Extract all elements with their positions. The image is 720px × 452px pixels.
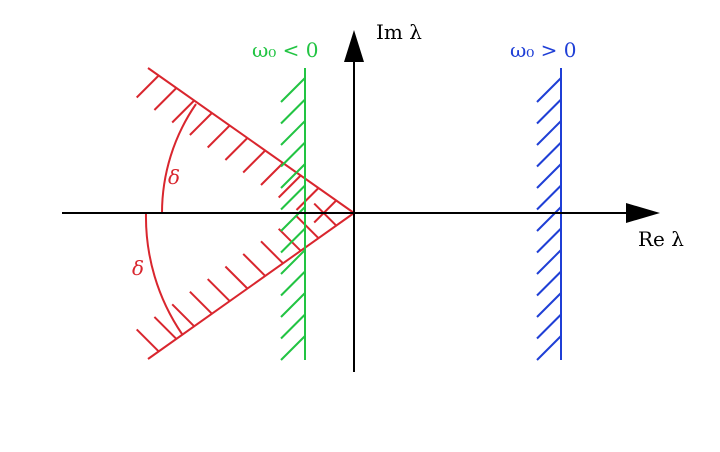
sector-hatch-mark <box>242 149 266 174</box>
blue-hatch-mark <box>536 270 562 297</box>
blue-hatch-mark <box>536 184 562 211</box>
real-axis-arrowhead <box>626 203 660 223</box>
angle-arc-lower <box>144 212 183 335</box>
green-hatching <box>280 77 306 361</box>
sector-hatch-mark <box>224 137 249 161</box>
sector-hatch-mark <box>295 187 320 211</box>
sector-hatch-mark <box>189 290 213 315</box>
green-hatch-mark <box>280 163 306 189</box>
blue-hatch-mark <box>536 141 562 168</box>
sector-hatch-mark <box>224 265 249 290</box>
blue-hatch-mark <box>536 335 562 361</box>
blue-hatch-mark <box>536 227 562 254</box>
blue-condition-label: ω₀ > 0 <box>510 38 577 62</box>
sector-hatch-mark <box>153 316 178 340</box>
sector-lower-line <box>147 212 355 360</box>
sector-hatch-mark <box>206 124 231 149</box>
angle-label-upper: δ <box>168 165 180 189</box>
sector-hatch-mark <box>313 199 337 224</box>
angle-label-lower: δ <box>132 256 144 280</box>
sector-hatch-mark <box>313 202 337 227</box>
blue-hatch-mark <box>536 163 562 189</box>
blue-hatch-mark <box>536 77 562 103</box>
green-hatch-mark <box>280 335 306 361</box>
imag-axis-arrowhead <box>344 30 364 62</box>
blue-hatch-mark <box>536 206 562 232</box>
blue-hatching <box>536 77 562 361</box>
real-axis-label: Re λ <box>638 227 684 251</box>
green-hatch-mark <box>280 98 306 125</box>
sector-hatch-mark <box>242 253 266 277</box>
sector-upper-line <box>147 67 355 214</box>
sector-hatch-mark <box>206 278 231 302</box>
sector-hatch-mark <box>189 112 213 136</box>
green-hatch-mark <box>280 292 306 318</box>
blue-hatch-mark <box>536 98 562 125</box>
blue-hatch-mark <box>536 292 562 318</box>
green-hatch-mark <box>280 249 306 275</box>
imag-axis-label: Im λ <box>376 20 422 44</box>
green-condition-label: ω₀ < 0 <box>252 38 319 62</box>
blue-hatch-mark <box>536 313 562 340</box>
blue-hatch-mark <box>536 120 562 146</box>
sector-hatching <box>135 74 337 353</box>
axes <box>62 30 660 372</box>
green-hatch-mark <box>280 313 306 340</box>
sector-hatch-mark <box>171 99 195 124</box>
sector-hatch-mark <box>277 174 302 199</box>
sector-hatch-mark <box>260 162 284 186</box>
green-hatch-mark <box>280 206 306 232</box>
angle-arc-upper <box>161 103 197 214</box>
sector-hatch-mark <box>135 328 160 353</box>
angle-arcs <box>144 103 197 335</box>
sector-hatch-mark <box>260 240 284 265</box>
sector-boundary <box>147 67 355 360</box>
green-hatch-mark <box>280 141 306 168</box>
sector-hatch-mark <box>135 74 160 99</box>
green-hatch-mark <box>280 270 306 297</box>
sector-hatch-mark <box>277 228 302 252</box>
green-hatch-mark <box>280 77 306 103</box>
sector-hatch-mark <box>295 215 320 239</box>
green-hatch-mark <box>280 227 306 254</box>
green-hatch-mark <box>280 184 306 211</box>
green-hatch-mark <box>280 120 306 146</box>
sector-hatch-mark <box>171 303 195 328</box>
blue-hatch-mark <box>536 249 562 275</box>
sector-hatch-mark <box>153 87 178 111</box>
